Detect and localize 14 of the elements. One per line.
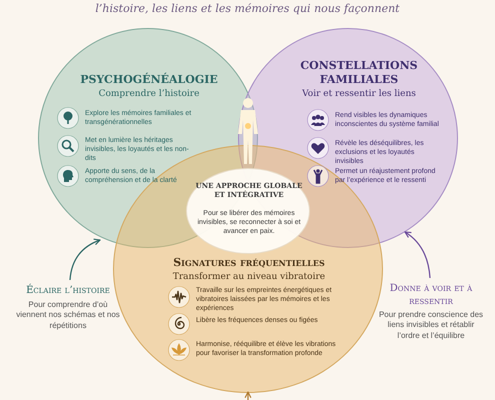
circle-title: PSYCHOGÉNÉALOGIE [79, 73, 219, 88]
circle-title: CONSTELLATIONS FAMILIALES [299, 59, 419, 88]
note-text: Pour prendre conscience des liens invisibles et rétablir l’ordre et l’équilibre [378, 310, 484, 342]
note-heading: Donne à voir et à ressentir [388, 282, 474, 308]
circle-subtitle: Comprendre l’histoire [98, 89, 200, 101]
note-text: Pour comprendre d’où viennent nos schémas et nos répétitions [16, 300, 120, 332]
note-heading: Éclaire l’histoire [25, 284, 111, 297]
arrow [404, 231, 431, 278]
arrow [69, 238, 101, 280]
circle-subtitle: Transformer au niveau vibratoire [172, 272, 326, 284]
circle-subtitle: Voir et ressentir les liens [301, 89, 417, 101]
circle-title: Signatures fréquentielles [172, 256, 326, 270]
arrow [244, 391, 252, 400]
page-title: l’histoire, les liens et les mémoires qui nous façonnent [94, 2, 401, 15]
